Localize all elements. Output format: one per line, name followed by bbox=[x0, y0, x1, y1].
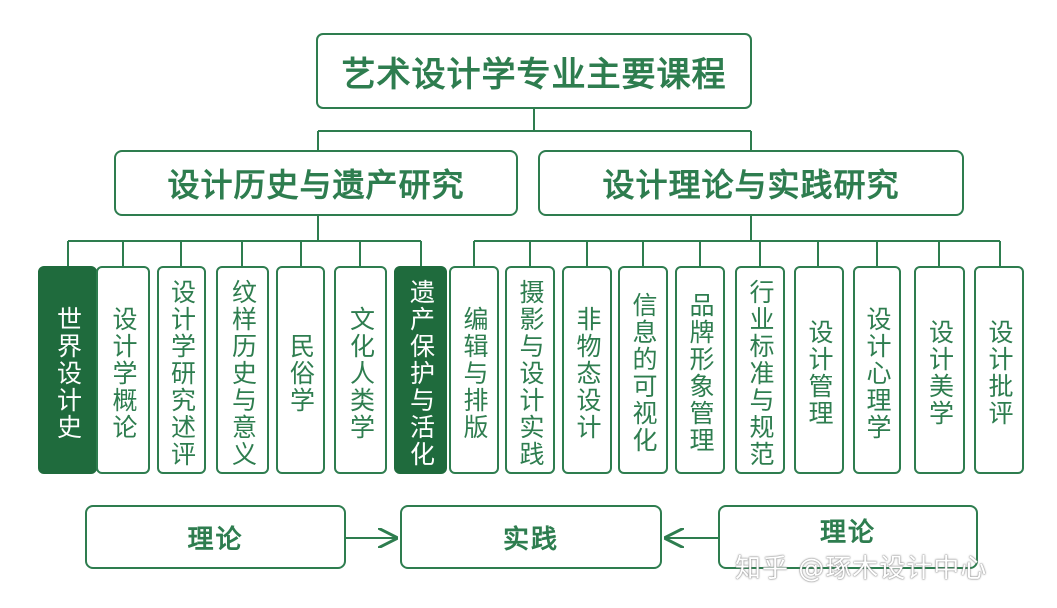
course-box-7: 遗产保护与活化 bbox=[394, 266, 447, 474]
bottom-theory-right: 理论 bbox=[718, 505, 978, 569]
course-box-1: 世界设计史 bbox=[38, 266, 97, 474]
course-box-11: 信息的可视化 bbox=[618, 266, 668, 474]
course-box-15: 设计心理学 bbox=[853, 266, 901, 474]
course-box-8: 编辑与排版 bbox=[449, 266, 499, 474]
watermark: 知乎 @琢木设计中心 bbox=[735, 554, 988, 584]
branch-history-heritage: 设计历史与遗产研究 bbox=[114, 150, 518, 216]
course-box-3: 设计学研究述评 bbox=[157, 266, 206, 474]
course-box-4: 纹样历史与意义 bbox=[216, 266, 269, 474]
course-box-13: 行业标准与规范 bbox=[735, 266, 785, 474]
course-box-17: 设计批评 bbox=[974, 266, 1024, 474]
course-box-16: 设计美学 bbox=[914, 266, 965, 474]
bottom-theory-left: 理论 bbox=[85, 505, 346, 569]
bottom-practice: 实践 bbox=[400, 505, 662, 569]
course-box-14: 设计管理 bbox=[794, 266, 844, 474]
course-box-5: 民俗学 bbox=[276, 266, 325, 474]
course-box-2: 设计学概论 bbox=[96, 266, 150, 474]
course-box-12: 品牌形象管理 bbox=[675, 266, 725, 474]
main-title: 艺术设计学专业主要课程 bbox=[316, 33, 752, 109]
course-box-6: 文化人类学 bbox=[334, 266, 387, 474]
course-box-10: 非物态设计 bbox=[562, 266, 612, 474]
course-box-9: 摄影与设计实践 bbox=[505, 266, 555, 474]
branch-theory-practice: 设计理论与实践研究 bbox=[538, 150, 964, 216]
